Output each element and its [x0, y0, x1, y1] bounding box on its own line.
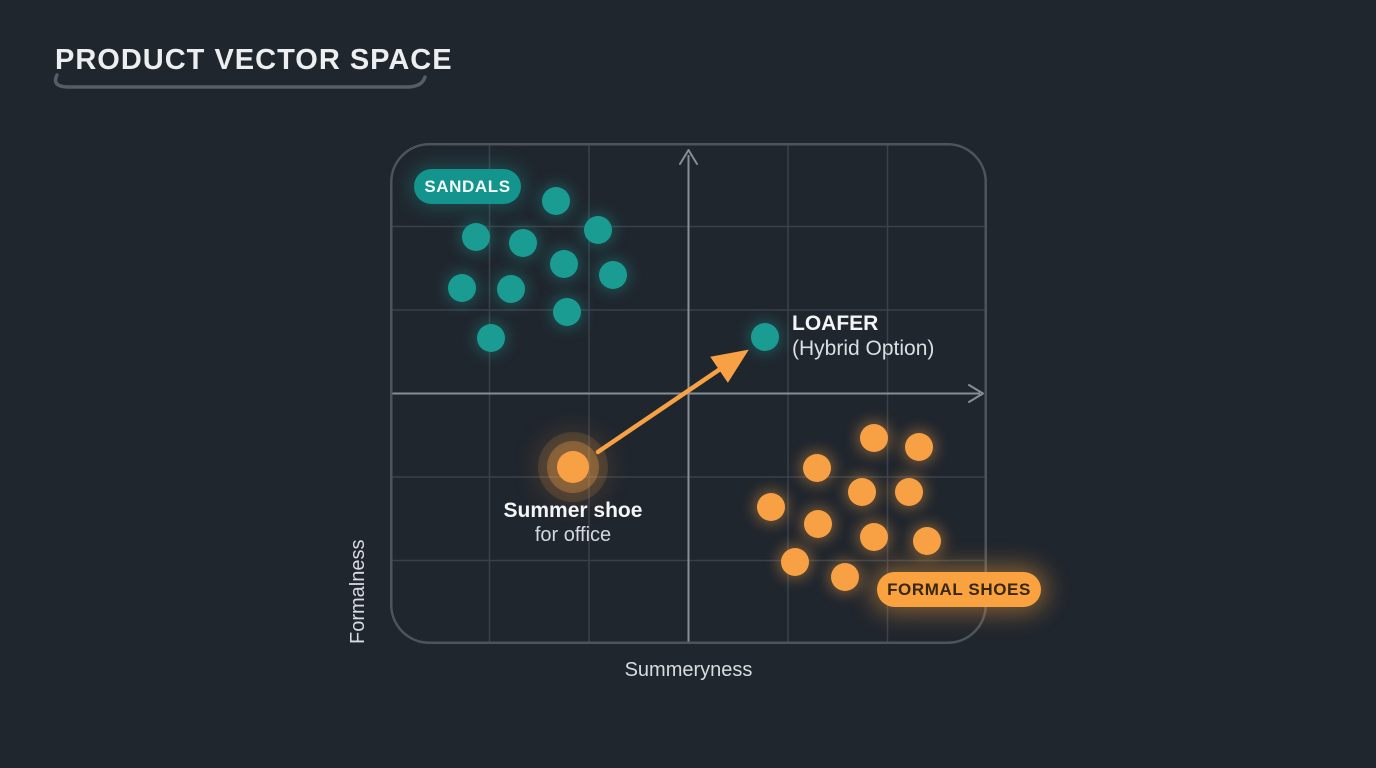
- formal-shoes-dot: [895, 478, 924, 507]
- formal-shoes-dot: [913, 527, 942, 556]
- formal-shoes-dot: [847, 478, 876, 507]
- formal-shoes-dot: [859, 523, 888, 552]
- sandals-dot: [550, 250, 579, 279]
- y-axis-label: Formalness: [347, 539, 369, 644]
- formal-shoes-dot: [859, 423, 888, 452]
- sandals-dot: [583, 215, 612, 244]
- sandals-dot: [598, 260, 627, 289]
- loafer-annotation-subtitle: (Hybrid Option): [792, 337, 935, 360]
- title-underline: [53, 73, 427, 89]
- sandals-dot: [553, 297, 582, 326]
- formal-shoes-dot: [757, 493, 786, 522]
- sandals-dot: [497, 275, 526, 304]
- x-axis-label: Summeryness: [624, 659, 753, 681]
- sandals-dot: [447, 274, 476, 303]
- formal-shoes-dot: [830, 563, 859, 592]
- formal-shoes-dot: [905, 432, 934, 461]
- formal-shoes-badge-label: FORMAL SHOES: [887, 579, 1031, 599]
- formal-shoes-dot: [780, 548, 809, 577]
- summer-shoe-annotation-title: Summer shoe: [503, 499, 643, 522]
- dots-layer: [390, 143, 987, 644]
- formal-shoes-dot: [802, 453, 831, 482]
- loafer-annotation: LOAFER (Hybrid Option): [792, 311, 934, 361]
- loafer-annotation-title: LOAFER: [792, 312, 879, 335]
- summer-shoe-annotation-subtitle: for office: [534, 524, 612, 546]
- sandals-dot: [461, 223, 490, 252]
- sandals-badge: SANDALS: [414, 169, 521, 204]
- summer-shoe-annotation: Summer shoe for office: [463, 498, 683, 548]
- formal-shoes-dot: [803, 509, 832, 538]
- sandals-dot: [477, 324, 506, 353]
- sandals-dot: [509, 229, 538, 258]
- loafer-hybrid-option-dot: [751, 322, 780, 351]
- sandals-badge-label: SANDALS: [424, 176, 511, 196]
- page-title: PRODUCT VECTOR SPACE: [55, 44, 453, 76]
- formal-shoes-badge: FORMAL SHOES: [877, 572, 1041, 607]
- sandals-dot: [542, 186, 571, 215]
- vector-space-plot: SANDALS FORMAL SHOES LOAFER (Hybrid Opti…: [390, 143, 1041, 644]
- summer-shoe-for-office-dot: [557, 450, 590, 483]
